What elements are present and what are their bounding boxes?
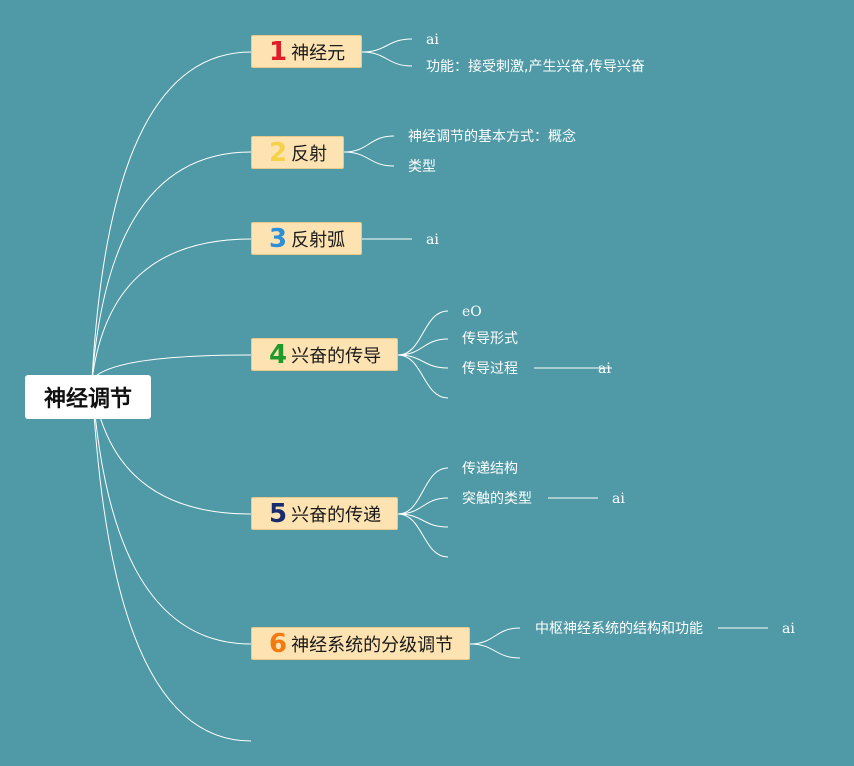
subtopic-label[interactable]: 传递结构 bbox=[462, 461, 518, 477]
subtopic-connector-line bbox=[361, 38, 413, 53]
topic-neuron[interactable]: 1 神经元 bbox=[251, 35, 362, 68]
topic-label: 反射 bbox=[291, 143, 328, 165]
root-connector-line bbox=[91, 151, 252, 381]
subtopic-connector-line bbox=[397, 338, 449, 356]
root-connector-line bbox=[91, 379, 252, 742]
number-2-icon: 2 bbox=[269, 137, 288, 168]
subtopic-label[interactable]: eO bbox=[462, 304, 482, 320]
topic-label: 反射弧 bbox=[291, 229, 346, 251]
subtopic-label[interactable]: 中枢神经系统的结构和功能 bbox=[535, 621, 703, 637]
subtopic-connector-line bbox=[469, 643, 521, 659]
subtopic-connector-line bbox=[469, 627, 521, 645]
subtopic-label[interactable]: 类型 bbox=[408, 159, 436, 175]
subtopic-label[interactable]: 突触的类型 bbox=[462, 491, 532, 507]
number-3-icon: 3 bbox=[269, 223, 288, 254]
subtopic-label[interactable]: 传导形式 bbox=[462, 331, 518, 347]
number-1-icon: 1 bbox=[269, 36, 288, 67]
subtopic-connector-line bbox=[343, 135, 395, 153]
root-connector-line bbox=[91, 238, 252, 381]
subtopic-note[interactable]: ai bbox=[598, 361, 611, 377]
root-topic[interactable]: 神经调节 bbox=[25, 375, 151, 419]
topic-excitation-transmission[interactable]: 5 兴奋的传递 bbox=[251, 497, 398, 530]
subtopic-connector-line bbox=[397, 354, 449, 399]
subtopic-label[interactable]: ai bbox=[426, 32, 439, 48]
number-6-icon: 6 bbox=[269, 628, 288, 659]
number-5-icon: 5 bbox=[269, 498, 288, 529]
subtopic-connector-line bbox=[397, 310, 449, 356]
subtopic-note[interactable]: ai bbox=[782, 621, 795, 637]
topic-label: 神经系统的分级调节 bbox=[291, 634, 454, 656]
topic-nervous-system-regulation[interactable]: 6 神经系统的分级调节 bbox=[251, 627, 470, 660]
topic-excitation-conduction[interactable]: 4 兴奋的传导 bbox=[251, 338, 398, 371]
subtopic-connector-line bbox=[397, 497, 449, 515]
subtopic-note[interactable]: ai bbox=[612, 491, 625, 507]
root-connector-line bbox=[91, 379, 252, 645]
topic-reflex[interactable]: 2 反射 bbox=[251, 136, 344, 169]
subtopic-label[interactable]: 传导过程 bbox=[462, 361, 518, 377]
subtopic-label[interactable]: ai bbox=[426, 232, 439, 248]
topic-label: 兴奋的传导 bbox=[291, 345, 382, 367]
subtopic-connector-line bbox=[343, 151, 395, 167]
subtopic-connector-line bbox=[397, 467, 449, 515]
topic-label: 兴奋的传递 bbox=[291, 504, 382, 526]
topic-label: 神经元 bbox=[291, 42, 346, 64]
subtopic-connector-line bbox=[361, 51, 413, 67]
subtopic-label[interactable]: 神经调节的基本方式：概念 bbox=[408, 129, 576, 145]
subtopic-connector-line bbox=[397, 513, 449, 558]
number-4-icon: 4 bbox=[269, 339, 288, 370]
root-connector-line bbox=[91, 51, 252, 381]
topic-reflex-arc[interactable]: 3 反射弧 bbox=[251, 222, 362, 255]
subtopic-label[interactable]: 功能：接受刺激,产生兴奋,传导兴奋 bbox=[426, 59, 645, 75]
